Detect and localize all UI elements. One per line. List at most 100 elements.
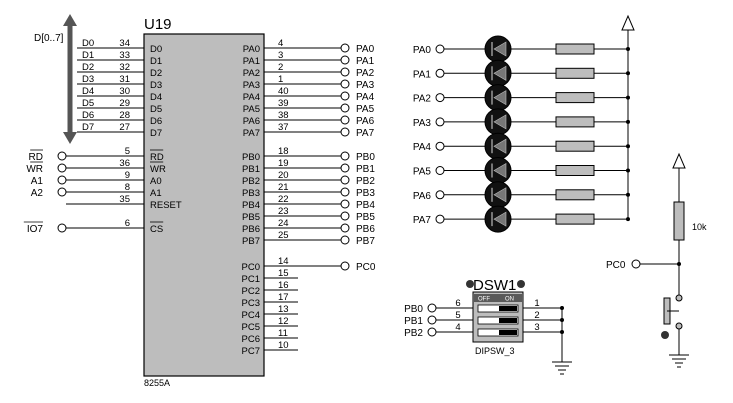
right-pin-number: 20 [278,170,289,181]
led-diode-icon [493,41,507,57]
left-pin-name: D4 [150,92,162,103]
led-net-label: PA2 [413,94,432,105]
right-pin-number: 11 [278,328,288,339]
left-pin-terminal [57,187,67,197]
right-pin-name: PA6 [243,116,260,127]
led-resistor [555,165,595,176]
led-net-label: PA6 [413,191,432,202]
bus-arrow-bottom [63,132,77,144]
right-net-label: PB0 [356,152,375,163]
right-pin-terminal [340,187,350,197]
dipswitch-marker-left [466,280,474,288]
dipswitch-net-label: PB1 [404,316,423,327]
left-pin-number: 27 [119,122,130,133]
led-row-PA2: PA2 [413,84,630,112]
right-pin-terminal [340,151,350,161]
right-pin-name: PA1 [243,56,260,67]
right-net-label: PB5 [356,212,375,223]
right-pin-number: 10 [278,340,289,351]
right-net-label: PB6 [356,224,375,235]
right-pin-name: PB0 [242,152,260,163]
bus-arrow-top [63,14,77,26]
right-net-label: PA1 [356,56,375,67]
led-terminal [435,117,445,127]
led-resistor [555,43,595,55]
dipswitch-header [474,294,522,302]
right-net-label: PA5 [356,104,375,115]
left-net-label: IO7 [27,224,44,235]
left-pin-name: D5 [150,104,162,115]
led-net-label: PA1 [413,69,432,80]
dipswitch-off-label: OFF [478,297,490,303]
left-pin-name: D7 [150,128,162,139]
led-row-PA5: PA5 [413,157,630,184]
led-diode-icon [493,90,507,106]
left-net-label: A1 [31,176,44,187]
right-pin-terminal [340,103,350,113]
dipswitch-pin-left: 6 [455,298,460,309]
right-pin-terminal [340,199,350,209]
right-pin-number: 39 [278,98,289,109]
led-resistor [555,213,595,225]
right-pin-terminal [340,55,350,65]
led-terminal [435,190,445,200]
led-resistor [555,189,595,201]
right-pin-name: PA7 [243,128,260,139]
right-pin-name: PC3 [242,298,260,309]
dipswitch-terminal [427,315,437,325]
right-pin-number: 37 [278,122,289,133]
right-pin-terminal [340,43,350,53]
pullup-resistor [673,201,685,241]
bus-net-label: D3 [82,74,94,85]
right-pin-number: 21 [278,182,289,193]
right-pin-name: PA5 [243,104,260,115]
right-net-label: PB1 [356,164,375,175]
left-net-label: RD [29,152,43,163]
right-net-label: PB4 [356,200,375,211]
right-pin-name: PC5 [242,322,260,333]
right-pin-name: PC7 [242,346,260,357]
left-pin-name: CS [150,224,163,235]
led-resistor [555,116,595,128]
led-terminal [435,141,445,151]
dipswitch-terminal [427,327,437,337]
right-pin-number: 14 [278,256,289,267]
left-pin-number: 33 [119,50,130,61]
right-pin-number: 4 [278,38,283,49]
right-pin-name: PA4 [243,92,260,103]
left-net-label: A2 [31,188,44,199]
right-pin-number: 22 [278,194,289,205]
dipswitch-slot [477,304,519,313]
right-pin-name: PA0 [243,44,260,55]
right-pin-name: PC4 [242,310,260,321]
led-diode-icon [493,114,507,130]
left-pin-number: 32 [119,62,130,73]
right-pin-terminal [340,79,350,89]
right-pin-terminal [340,163,350,173]
dipswitch-marker-right [517,280,525,288]
chip-left-pins: 34D0D033D1D132D2D231D3D330D4D429D5D528D6… [23,38,182,235]
button-terminal-top [675,294,683,302]
left-pin-terminal [57,175,67,185]
dipswitch-on-label: ON [505,297,514,303]
left-pin-number: 29 [119,98,130,109]
left-pin-number: 30 [119,86,130,97]
led-vcc-symbol [621,14,635,31]
right-pin-name: PC6 [242,334,260,345]
dipswitch-pin-right: 3 [534,322,539,333]
